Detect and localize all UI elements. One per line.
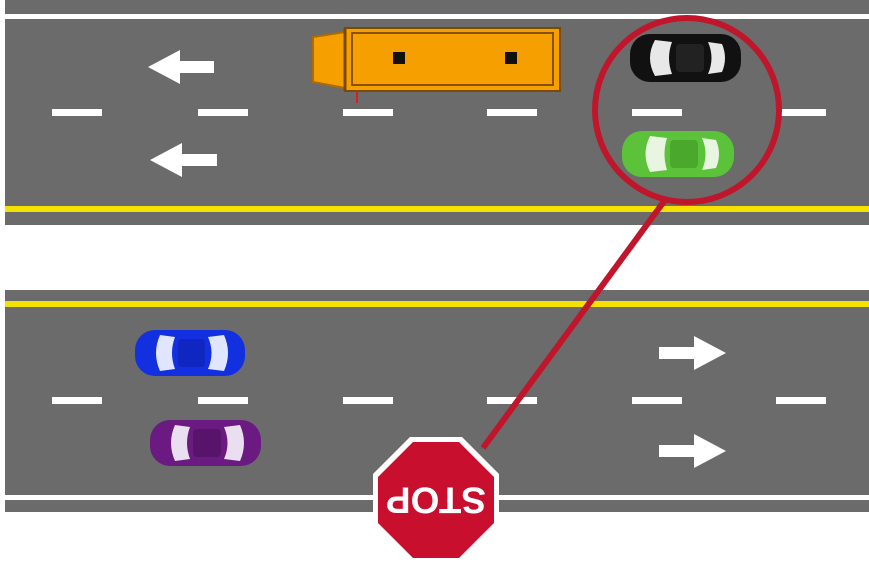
top-road-center-line	[5, 206, 869, 212]
bus-roof-hatch	[393, 52, 405, 64]
bottom-road-center-line	[5, 301, 869, 307]
top-road-edge-line	[5, 14, 869, 19]
stop-sign-text: STOP	[386, 480, 486, 521]
black-car	[630, 34, 741, 82]
blue-car	[135, 330, 245, 376]
school-bus	[313, 28, 560, 103]
purple-car	[150, 420, 261, 466]
median	[0, 225, 869, 290]
bus-roof-hatch	[505, 52, 517, 64]
green-car	[622, 131, 734, 177]
stop-sign: STOP	[373, 437, 499, 563]
